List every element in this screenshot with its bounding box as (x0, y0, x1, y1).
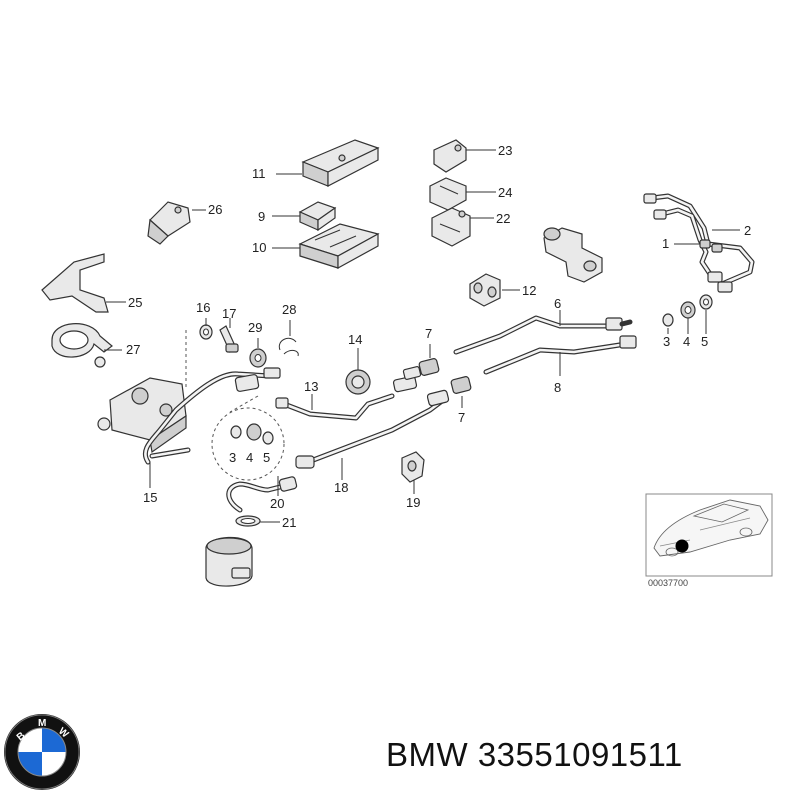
callout-2: 2 (744, 223, 751, 238)
callout-22: 22 (496, 211, 510, 226)
callout-4-detail: 4 (246, 450, 253, 465)
part-29-seal (249, 348, 267, 368)
reservoir (205, 536, 253, 587)
part-20-hose (226, 476, 298, 513)
caption-part-number: 33551091511 (477, 736, 683, 773)
callout-18: 18 (334, 480, 348, 495)
detail-circle (211, 407, 285, 481)
part-22-bracket (431, 207, 471, 247)
callout-16: 16 (196, 300, 210, 315)
part-19-clip (401, 451, 425, 483)
part-12-clip (469, 273, 501, 307)
callout-13: 13 (304, 379, 318, 394)
leader-lines (104, 149, 740, 523)
pump-housing (97, 377, 187, 454)
part-9-clip (298, 201, 337, 232)
callout-29: 29 (248, 320, 262, 335)
part-21-clamp (235, 515, 261, 527)
car-location-thumbnail: 00037700 (645, 493, 773, 588)
lines-1-2 (643, 193, 755, 293)
callout-11: 11 (252, 166, 266, 181)
location-dot (675, 539, 689, 553)
callout-7-upper: 7 (425, 326, 432, 341)
callout-7-lower: 7 (458, 410, 465, 425)
callout-9: 9 (258, 209, 265, 224)
detail-seals (230, 423, 274, 445)
callout-5-right: 5 (701, 334, 708, 349)
part-caption: BMW 33551091511 (386, 736, 683, 774)
hose-15 (142, 367, 281, 465)
pipe-6 (453, 315, 633, 355)
callout-26: 26 (208, 202, 222, 217)
caption-brand: BMW (386, 736, 469, 773)
callout-1: 1 (662, 236, 669, 251)
callout-19: 19 (406, 495, 420, 510)
pipe-18 (295, 389, 450, 469)
part-25-bracket (41, 253, 109, 313)
svg-text:M: M (38, 718, 46, 729)
callout-3-detail: 3 (229, 450, 236, 465)
pipe-8 (483, 335, 637, 375)
callout-12: 12 (522, 283, 536, 298)
part-14-bushing (345, 369, 371, 395)
callout-15: 15 (143, 490, 157, 505)
callout-25: 25 (128, 295, 142, 310)
part-7-union-lower (450, 376, 472, 394)
part-24-clip (429, 177, 467, 211)
callout-8: 8 (554, 380, 561, 395)
callout-23: 23 (498, 143, 512, 158)
part-16-washer (199, 324, 213, 340)
callout-4-right: 4 (683, 334, 690, 349)
callout-21: 21 (282, 515, 296, 530)
callout-20: 20 (270, 496, 284, 511)
callout-28: 28 (282, 302, 296, 317)
callout-5-detail: 5 (263, 450, 270, 465)
seals-3-4-5-right (662, 294, 713, 327)
callout-14: 14 (348, 332, 362, 347)
bmw-logo: B M W (4, 714, 80, 790)
part-11-bracket (301, 139, 380, 187)
callout-numbers: 11 9 10 26 25 27 16 17 29 28 14 13 7 7 6… (126, 143, 751, 530)
callout-6: 6 (554, 296, 561, 311)
thumbnail-code: 00037700 (648, 578, 688, 588)
pipe-13 (275, 375, 418, 421)
part-27-clamp (51, 323, 113, 368)
callout-10: 10 (252, 240, 266, 255)
callout-27: 27 (126, 342, 140, 357)
part-10-clip (298, 223, 380, 270)
part-26-bracket (147, 201, 191, 245)
part-17-bolt (219, 325, 239, 353)
callout-3-right: 3 (663, 334, 670, 349)
callout-24: 24 (498, 185, 512, 200)
part-28-clip (278, 337, 299, 357)
part-7-union-upper (402, 358, 440, 380)
part-23-bracket (433, 139, 467, 173)
callout-17: 17 (222, 306, 236, 321)
valve-block (543, 227, 603, 283)
